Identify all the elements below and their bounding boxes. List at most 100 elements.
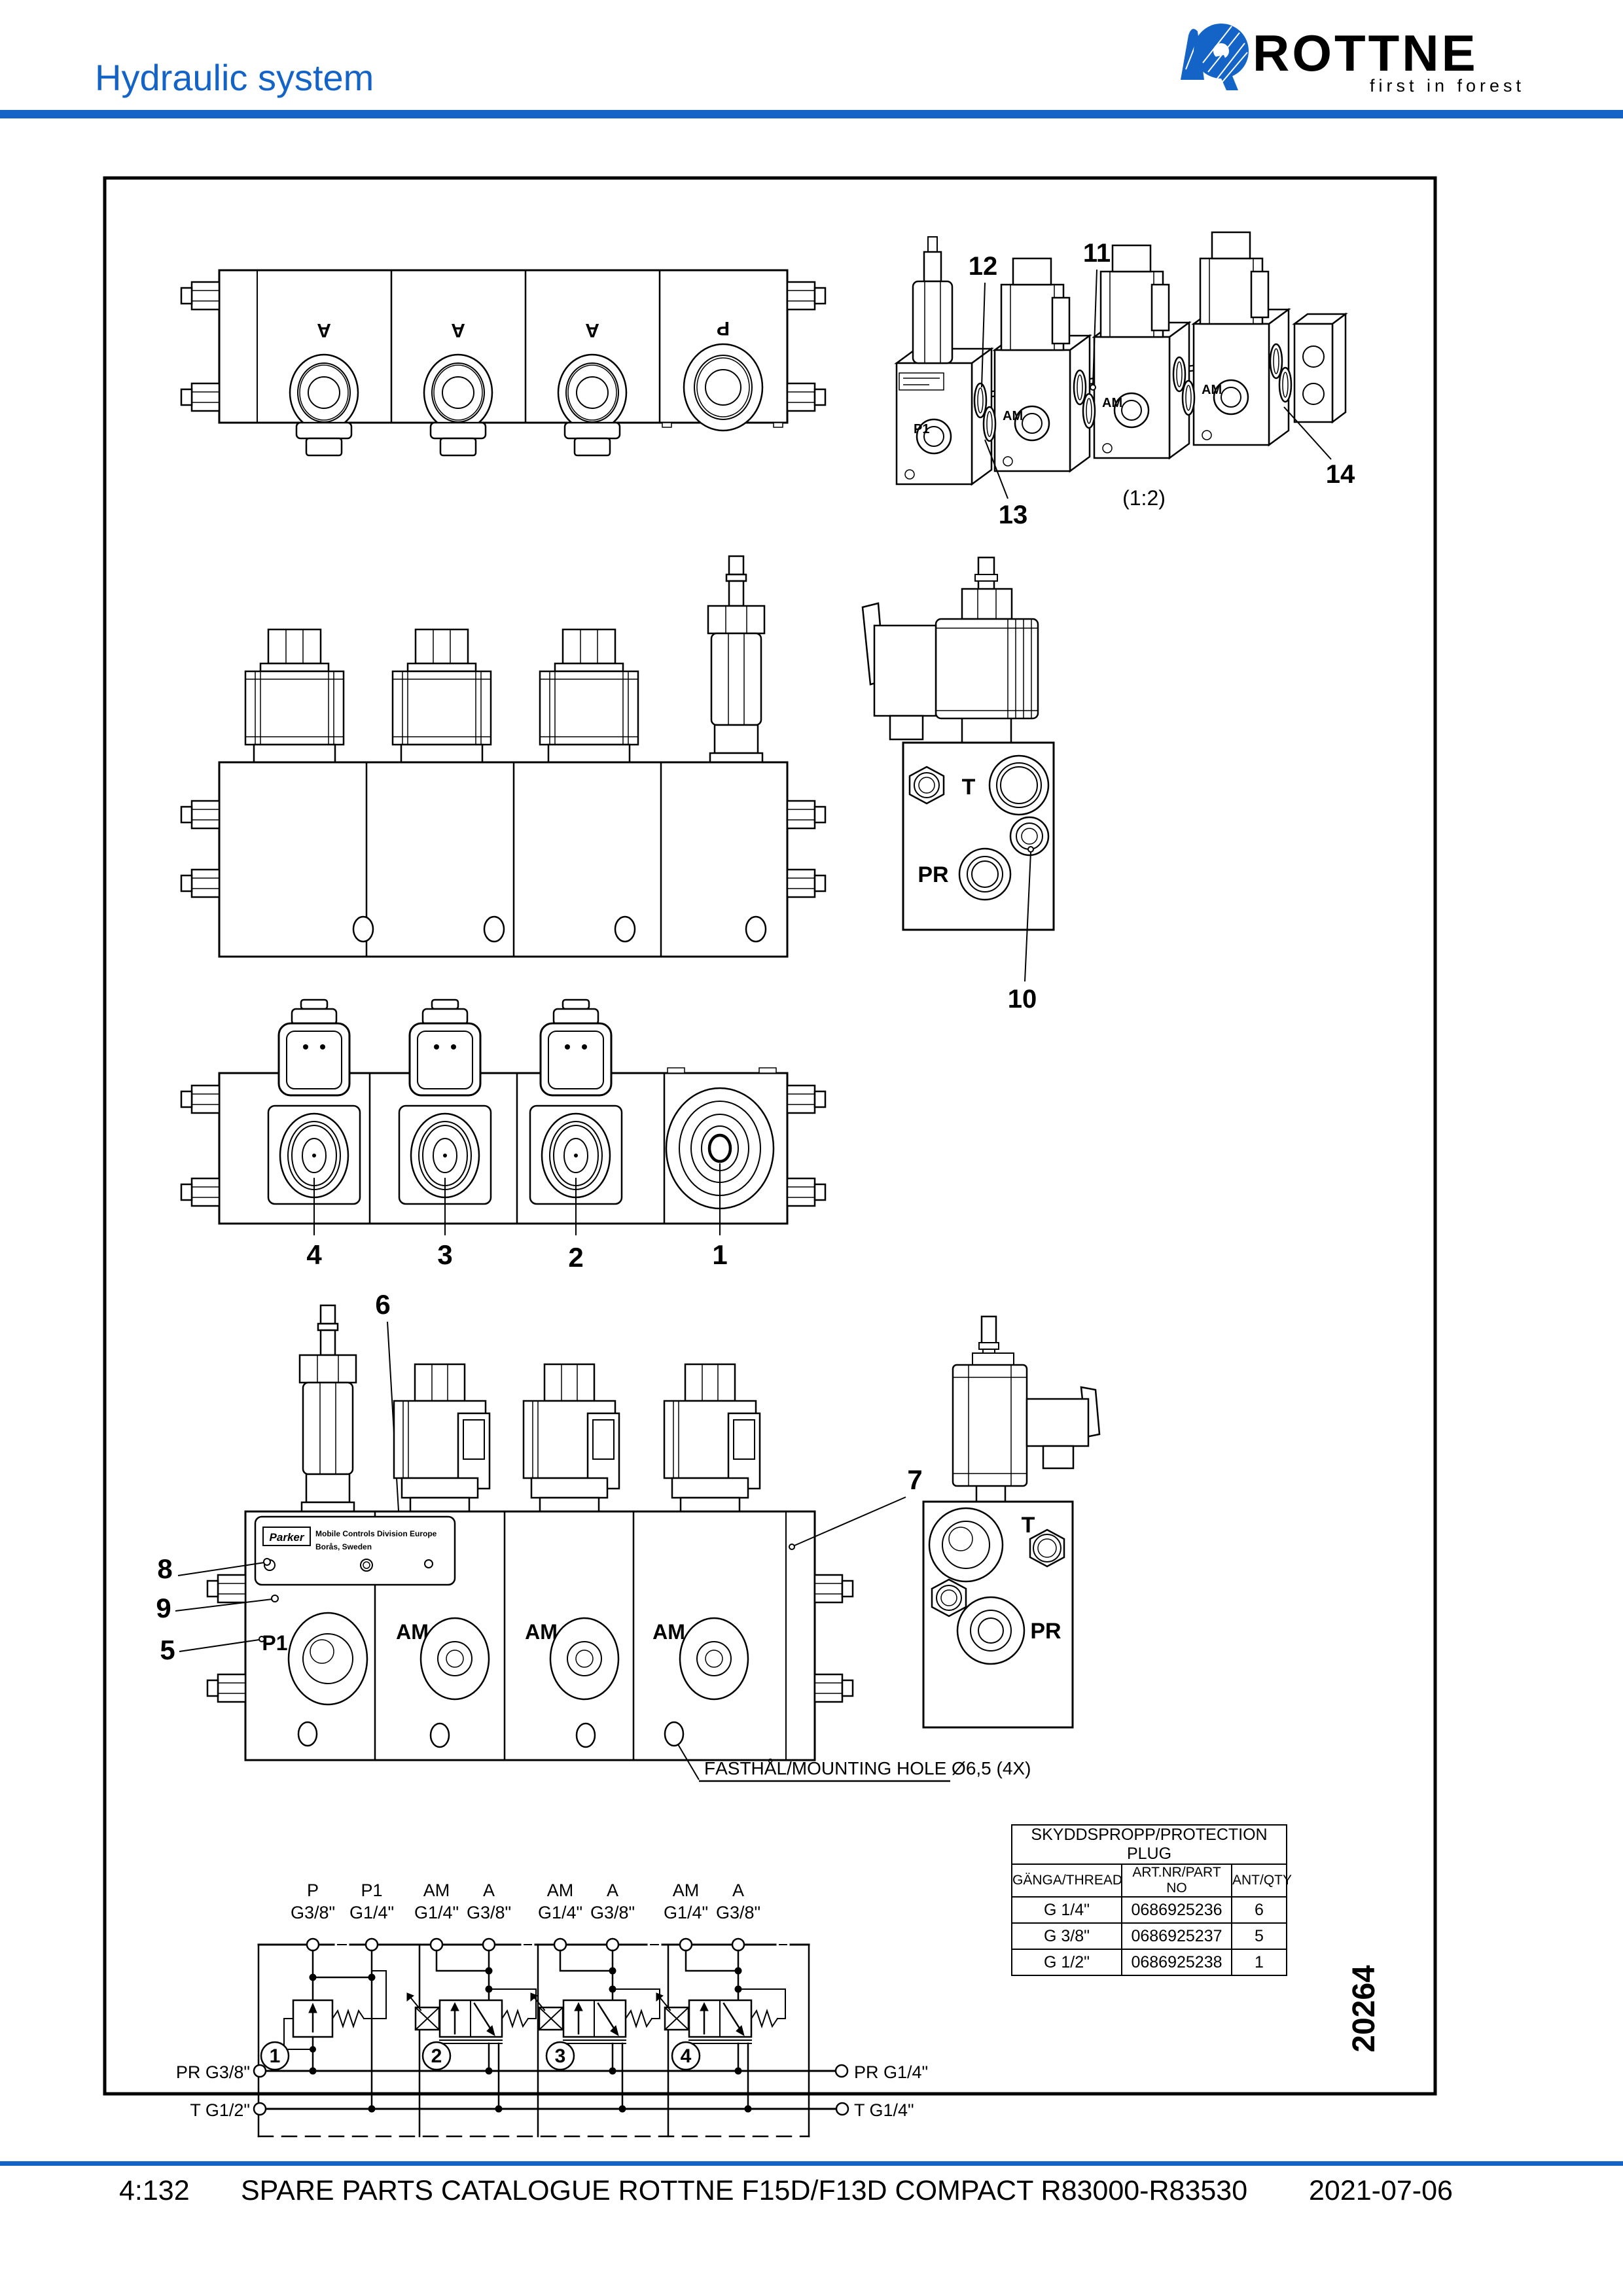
hex-bolt: [180, 1084, 221, 1114]
table-row: G 1/4" 0686925236 6: [1011, 1896, 1288, 1924]
exploded-solenoid: [1199, 231, 1270, 325]
main-border: [103, 176, 1437, 2096]
footer-date: 2021-07-06: [1309, 2175, 1453, 2206]
pressure-relief-valve: [707, 555, 766, 764]
hex-bolt: [786, 281, 827, 311]
sch-directional-valve-3: [530, 1949, 660, 2113]
callout-13: 13: [999, 501, 1028, 529]
drawing-number: 20264: [1347, 1965, 1382, 2053]
footer-catalogue-title: SPARE PARTS CATALOGUE ROTTNE F15D/F13D C…: [241, 2175, 1248, 2206]
cell-partno: 0686925238: [1121, 1949, 1232, 1976]
plug-table-header-qty: ANT/QTY: [1230, 1863, 1292, 1898]
sch-port-size-2: G1/4": [414, 1903, 459, 1922]
end-block-front: T PR: [922, 1315, 1101, 1729]
hex-bolt: [206, 1673, 247, 1703]
port-label-a3: A: [585, 319, 599, 341]
main-valve-block-front: Parker Mobile Controls Division Europe B…: [156, 1304, 1031, 1782]
electrical-connector: [408, 998, 482, 1097]
callout-5: 5: [160, 1634, 175, 1665]
hex-bolt: [786, 382, 827, 412]
cell-thread: G 1/2": [1011, 1949, 1122, 1976]
plug-table-header-partno: ART.NR/PART NO: [1121, 1863, 1232, 1898]
solenoid-valve: [244, 628, 345, 764]
solenoid-valve: [393, 1363, 491, 1513]
callout-7: 7: [907, 1464, 922, 1495]
callout-1: 1: [712, 1239, 727, 1270]
hex-bolt: [180, 868, 221, 898]
sch-port-name-6: AM: [673, 1881, 700, 1900]
cell-qty: 5: [1230, 1922, 1288, 1950]
electrical-connector: [277, 998, 351, 1097]
sch-port-size-6: G1/4": [664, 1903, 708, 1922]
exploded-end-plate: [1292, 312, 1348, 424]
sch-port-name-4: AM: [547, 1881, 574, 1900]
rottne-logo: ROTTNE first in forest: [1181, 24, 1521, 96]
cell-thread: G 1/4": [1011, 1896, 1122, 1924]
footer-page-number: 4:132: [119, 2175, 190, 2206]
sch-valve-number-2: 2: [431, 2045, 442, 2067]
port-label-a2: A: [451, 319, 465, 341]
connector-stub: [563, 421, 621, 457]
sch-valve-number-4: 4: [681, 2045, 692, 2067]
callout-2: 2: [568, 1242, 583, 1273]
header-rule: [0, 110, 1623, 118]
cell-qty: 1: [1230, 1949, 1288, 1976]
sch-port-size-0: G3/8": [291, 1903, 335, 1922]
callout-10: 10: [1008, 985, 1037, 1014]
sch-right-pr: PR G1/4": [854, 2062, 928, 2082]
callout-3: 3: [437, 1239, 452, 1270]
exploded-block: [993, 334, 1091, 472]
protection-plug-table: SKYDDSPROPP/PROTECTION PLUG GÄNGA/THREAD…: [1010, 1824, 1292, 1976]
sch-port-name-3: A: [483, 1881, 495, 1900]
sch-port-size-7: G3/8": [716, 1903, 760, 1922]
hex-bolt: [786, 800, 827, 830]
solenoid-valve: [391, 628, 492, 764]
exploded-solenoid: [1000, 257, 1071, 351]
exploded-view: P1 AM AM AM 12 11 13 14 (1:2): [895, 231, 1355, 529]
scale-note: (1:2): [1122, 486, 1166, 510]
port-label-t: T: [962, 775, 976, 800]
port-label-pr: PR: [918, 862, 948, 887]
cell-qty: 6: [1230, 1896, 1288, 1924]
exploded-am-label: AM: [1202, 383, 1222, 397]
port-label-t: T: [1022, 1513, 1035, 1538]
o-ring: [1082, 393, 1096, 429]
hex-bolt: [786, 868, 827, 898]
sch-port-size-1: G1/4": [349, 1903, 394, 1922]
sch-port-size-5: G3/8": [590, 1903, 635, 1922]
sch-left-pr: PR G3/8": [176, 2062, 250, 2082]
connector-view-assembly: 4 3 2 1: [180, 998, 827, 1273]
port-label-p1: P1: [262, 1631, 287, 1655]
plug-table-title: SKYDDSPROPP/PROTECTION PLUG: [1010, 1824, 1288, 1865]
end-block-top: T PR 10: [861, 556, 1055, 1014]
page-title: Hydraulic system: [95, 57, 374, 98]
cell-partno: 0686925236: [1121, 1896, 1232, 1924]
o-ring: [1278, 366, 1293, 403]
exploded-relief-valve: [912, 236, 954, 364]
sch-right-t: T G1/4": [854, 2100, 914, 2120]
port-label-am3: AM: [652, 1620, 685, 1644]
connector-stub: [295, 421, 353, 457]
nameplate-brand: Parker: [270, 1531, 305, 1544]
callout-6: 6: [375, 1289, 390, 1320]
table-row: G 3/8" 0686925237 5: [1011, 1922, 1288, 1950]
top-view-assembly: A A A P: [180, 269, 827, 457]
callout-4: 4: [306, 1239, 322, 1270]
hex-bolt: [180, 800, 221, 830]
sch-port-name-2: AM: [423, 1881, 450, 1900]
footer-rule: [0, 2161, 1623, 2166]
hex-bolt: [813, 1673, 854, 1703]
port-label-p: P: [717, 317, 730, 339]
hex-bolt: [206, 1574, 247, 1604]
callout-12: 12: [969, 252, 998, 281]
sch-port-size-3: G3/8": [467, 1903, 511, 1922]
sch-port-name-1: P1: [361, 1881, 382, 1900]
hex-bolt: [180, 281, 221, 311]
port-label-a1: A: [317, 319, 331, 341]
mounting-hole-note: FÄSTHÅL/MOUNTING HOLE Ø6,5 (4X): [677, 1744, 1031, 1782]
nameplate-line2: Borås, Sweden: [315, 1542, 372, 1551]
sch-directional-valve-4: [656, 1949, 786, 2113]
exploded-am-label: AM: [1003, 409, 1023, 423]
sch-directional-valve-2: [406, 1949, 537, 2113]
